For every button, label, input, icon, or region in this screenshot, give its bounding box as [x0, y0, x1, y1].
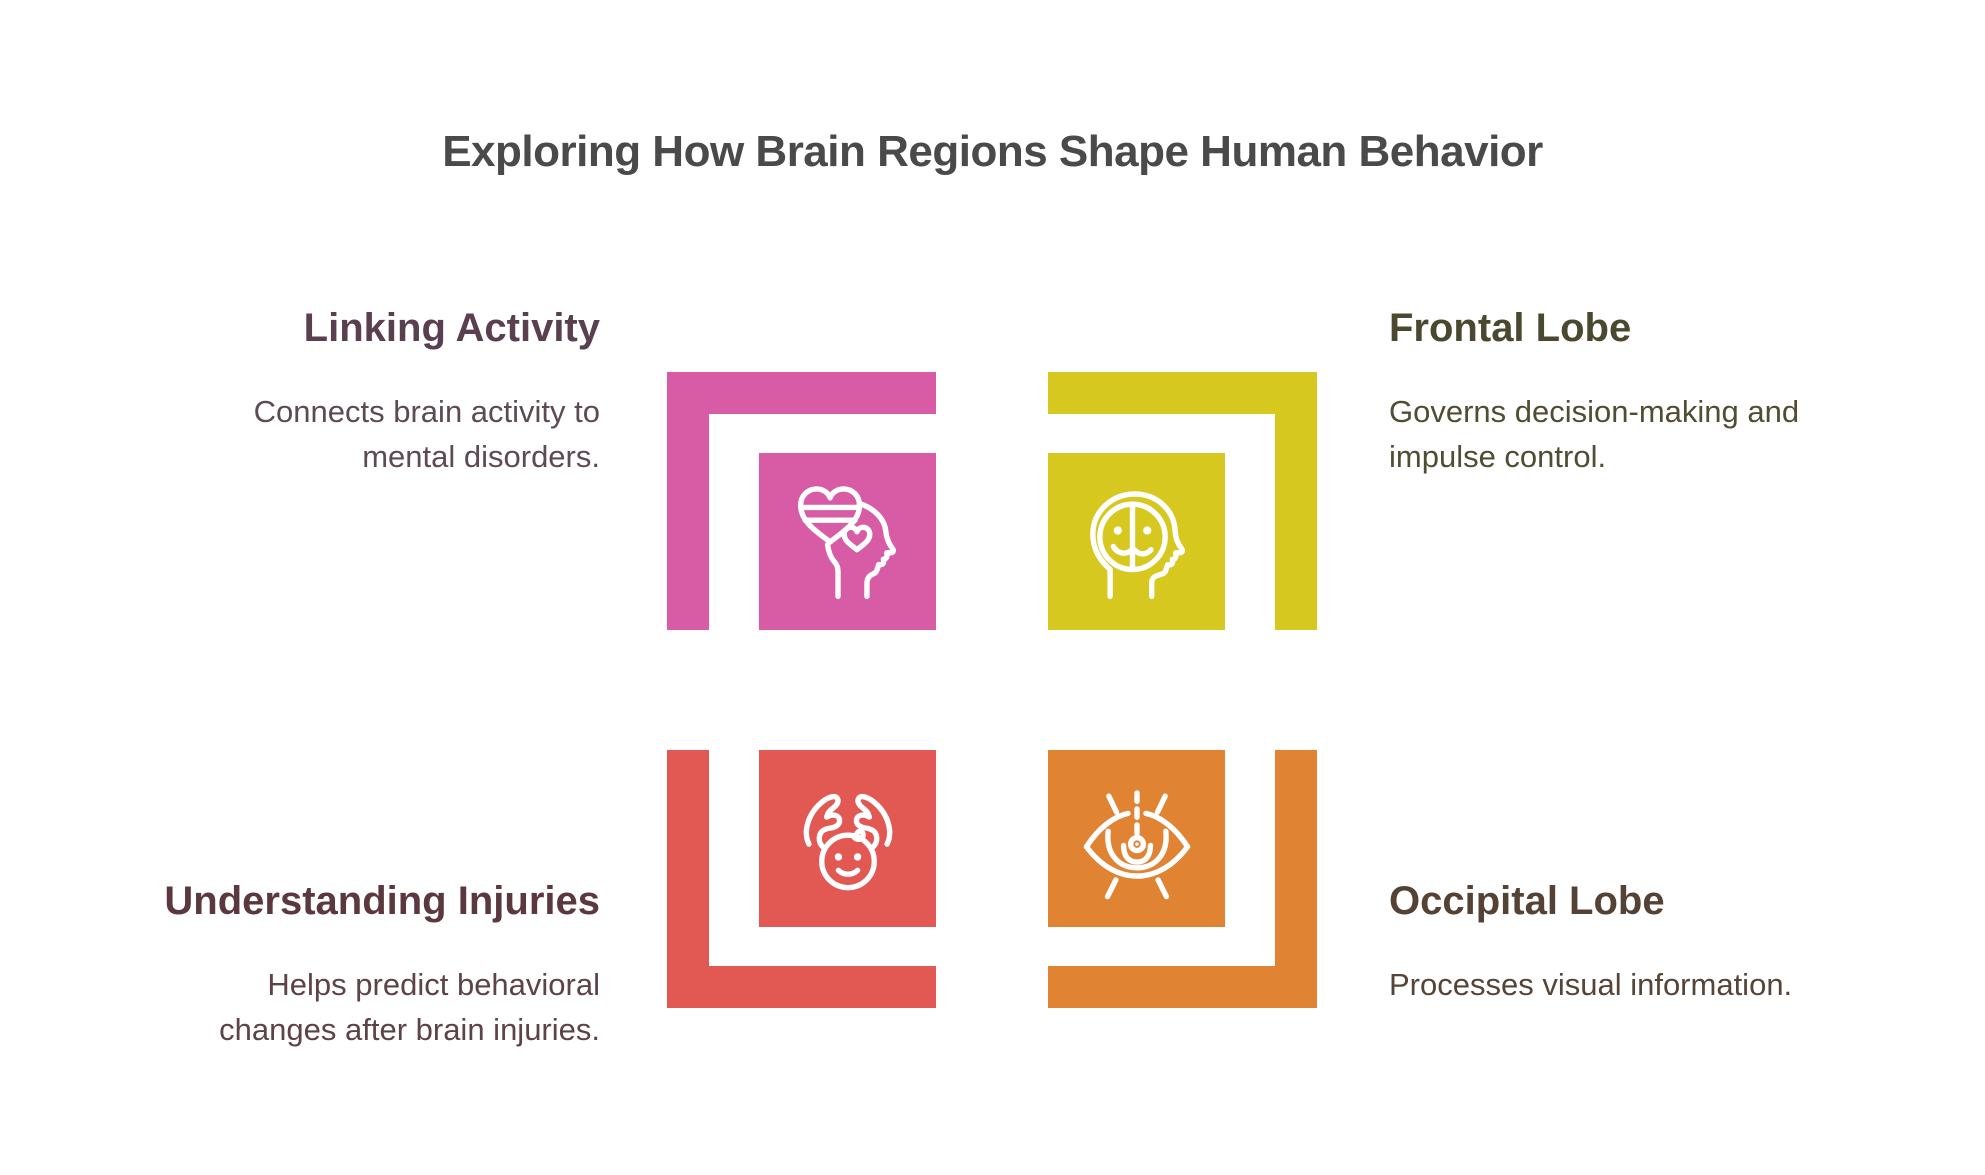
card-heading: Occipital Lobe: [1389, 879, 1665, 923]
eye-focus-icon: [1083, 789, 1190, 899]
card-body: Helps predict behavioral changes after b…: [40, 962, 600, 1052]
card-frontal-lobe-text: Frontal Lobe Governs decision-making and…: [1389, 305, 1949, 479]
head-split-face-icon: [1089, 490, 1185, 599]
card-body-line: mental disorders.: [362, 439, 600, 474]
card-understanding-injuries-text: Understanding Injuries Helps predict beh…: [40, 878, 600, 1052]
card-linking-activity-bracket: [667, 372, 936, 630]
card-body-line: Processes visual information.: [1389, 967, 1793, 1002]
card-frontal-lobe-bracket: [1048, 372, 1317, 630]
card-heading: Frontal Lobe: [1389, 306, 1632, 350]
card-linking-activity-icon-tile: [759, 453, 936, 630]
card-body: Processes visual information.: [1389, 962, 1949, 1007]
card-understanding-injuries-bracket: [667, 750, 936, 1008]
card-occipital-lobe-text: Occipital Lobe Processes visual informat…: [1389, 878, 1949, 1007]
card-heading: Understanding Injuries: [164, 879, 600, 923]
card-occipital-lobe-icon-tile: [1048, 750, 1225, 927]
hands-over-baby-icon: [803, 793, 892, 890]
card-body-line: changes after brain injuries.: [219, 1012, 600, 1047]
card-frontal-lobe-icon-tile: [1048, 453, 1225, 630]
card-understanding-injuries-icon-tile: [759, 750, 936, 927]
card-body: Governs decision-making and impulse cont…: [1389, 389, 1949, 479]
head-with-hearts-icon: [797, 485, 896, 599]
card-body-line: impulse control.: [1389, 439, 1607, 474]
card-body-line: Connects brain activity to: [253, 394, 600, 429]
card-body-line: Helps predict behavioral: [267, 967, 600, 1002]
card-heading: Linking Activity: [303, 306, 600, 350]
card-linking-activity-text: Linking Activity Connects brain activity…: [40, 305, 600, 479]
card-body-line: Governs decision-making and: [1389, 394, 1800, 429]
card-occipital-lobe-bracket: [1048, 750, 1317, 1008]
page-title: Exploring How Brain Regions Shape Human …: [442, 127, 1543, 176]
card-body: Connects brain activity to mental disord…: [40, 389, 600, 479]
